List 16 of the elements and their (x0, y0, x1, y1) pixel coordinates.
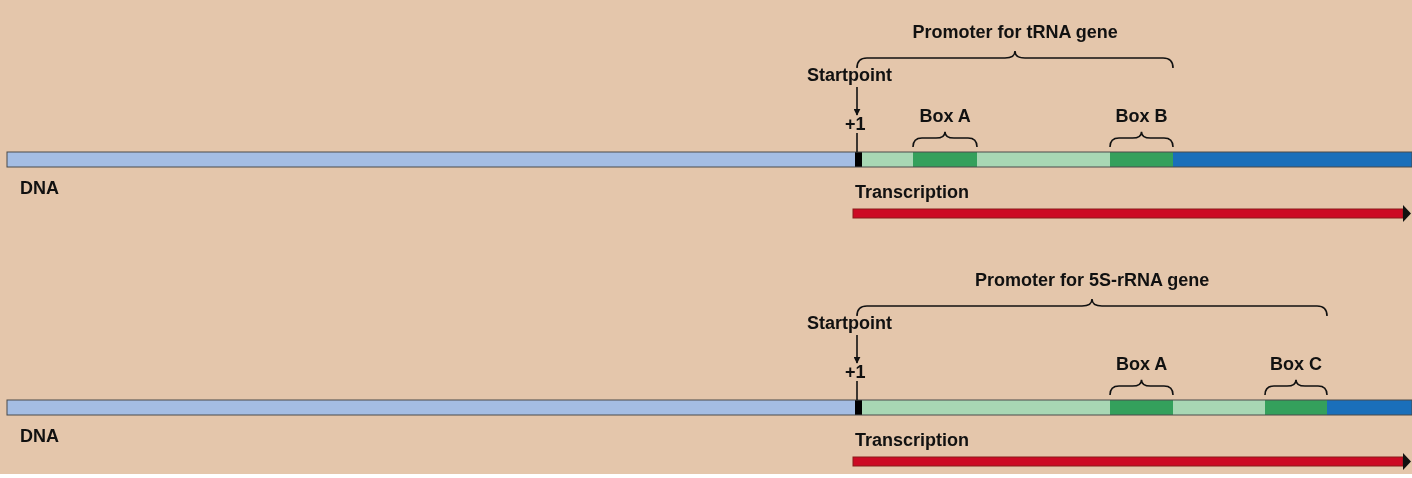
arrow (853, 334, 861, 364)
dna-label: DNA (20, 178, 59, 198)
transcription-label: Transcription (855, 182, 970, 202)
position-label: +1 (845, 114, 866, 134)
box-label: Box A (919, 106, 971, 126)
promoter-label: Promoter for tRNA gene (912, 22, 1118, 42)
arrow (853, 86, 861, 116)
box-label: Box B (1115, 106, 1168, 126)
box-label: Box C (1270, 354, 1322, 374)
startpoint-label: Startpoint (807, 313, 892, 333)
transcription-label: Transcription (855, 430, 970, 450)
box-label: Box A (1116, 354, 1168, 374)
position-label: +1 (845, 362, 866, 382)
dna-label: DNA (20, 426, 59, 446)
startpoint-label: Startpoint (807, 65, 892, 85)
promoter-label: Promoter for 5S-rRNA gene (975, 270, 1210, 290)
